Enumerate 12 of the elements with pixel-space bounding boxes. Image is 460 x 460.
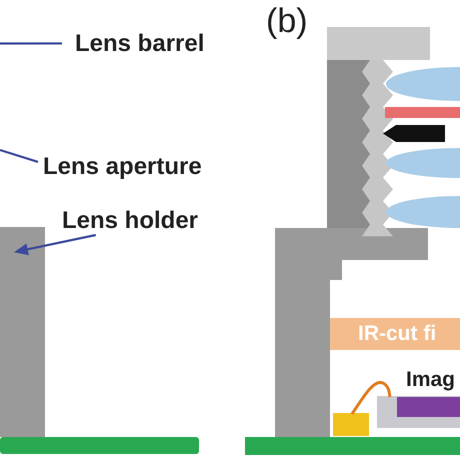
circuit-board bbox=[0, 437, 199, 454]
leader-line bbox=[0, 42, 62, 45]
leader-line bbox=[0, 148, 38, 163]
part-label: Lens holder bbox=[52, 207, 198, 235]
lens-holder-block bbox=[0, 227, 45, 437]
filter-label: IR-cut fi bbox=[358, 321, 436, 347]
part-label: Lens barrel bbox=[62, 30, 204, 58]
leader-arrow bbox=[14, 234, 96, 256]
part-label: Imag bbox=[406, 368, 456, 392]
panel-letter: (b) bbox=[266, 2, 308, 40]
part-label: Lens aperture bbox=[38, 153, 202, 181]
ir-cut-filter-band bbox=[330, 318, 460, 350]
